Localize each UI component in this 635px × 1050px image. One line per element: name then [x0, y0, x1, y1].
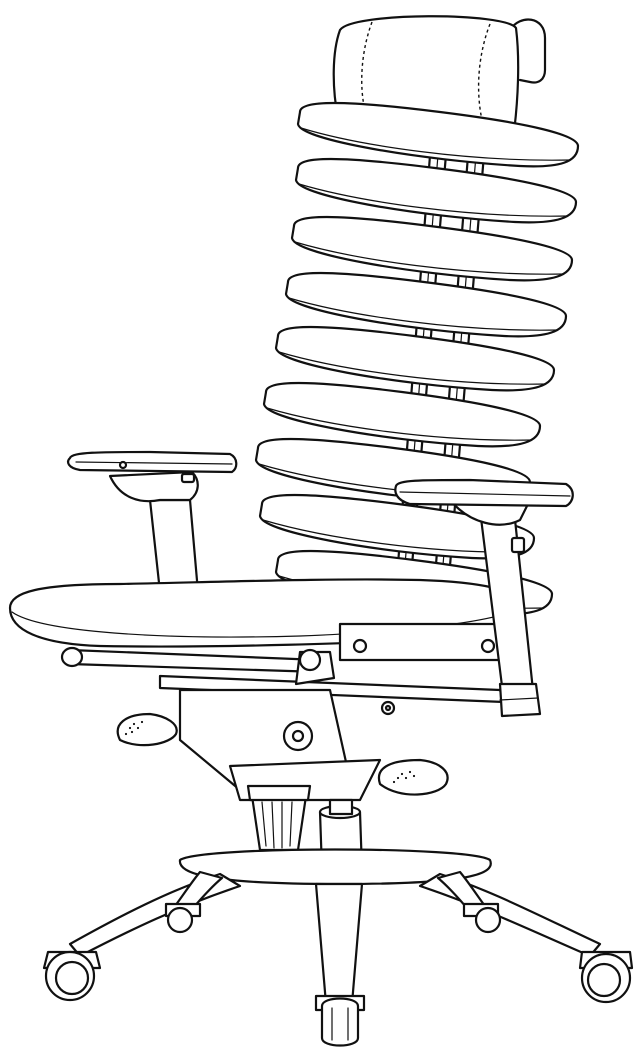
five-star-base: [68, 848, 602, 1006]
caster-wheel-left: [42, 950, 102, 1002]
seat-mechanism: [60, 622, 512, 716]
caster-wheel-front: [314, 994, 366, 1047]
caster-wheel-right: [578, 950, 634, 1004]
backrest-slat: [262, 381, 542, 448]
left-armrest: [67, 450, 238, 594]
headrest: [332, 15, 547, 134]
caster-wheel-back-left: [164, 902, 202, 934]
seat-adjust-paddle-right: [377, 758, 449, 796]
seat-adjust-paddle-left: [116, 712, 178, 747]
backrest-slat: [294, 157, 578, 224]
backrest-slat: [296, 101, 580, 168]
tilt-mechanism-body: [178, 688, 382, 802]
backrest-slat: [284, 271, 568, 338]
caster-wheel-back-right: [462, 902, 502, 934]
backrest-slat: [290, 215, 574, 282]
tension-knob: [246, 784, 312, 852]
backrest-slat: [274, 325, 556, 392]
right-armrest: [394, 478, 574, 718]
backrest-slats: [254, 101, 580, 616]
